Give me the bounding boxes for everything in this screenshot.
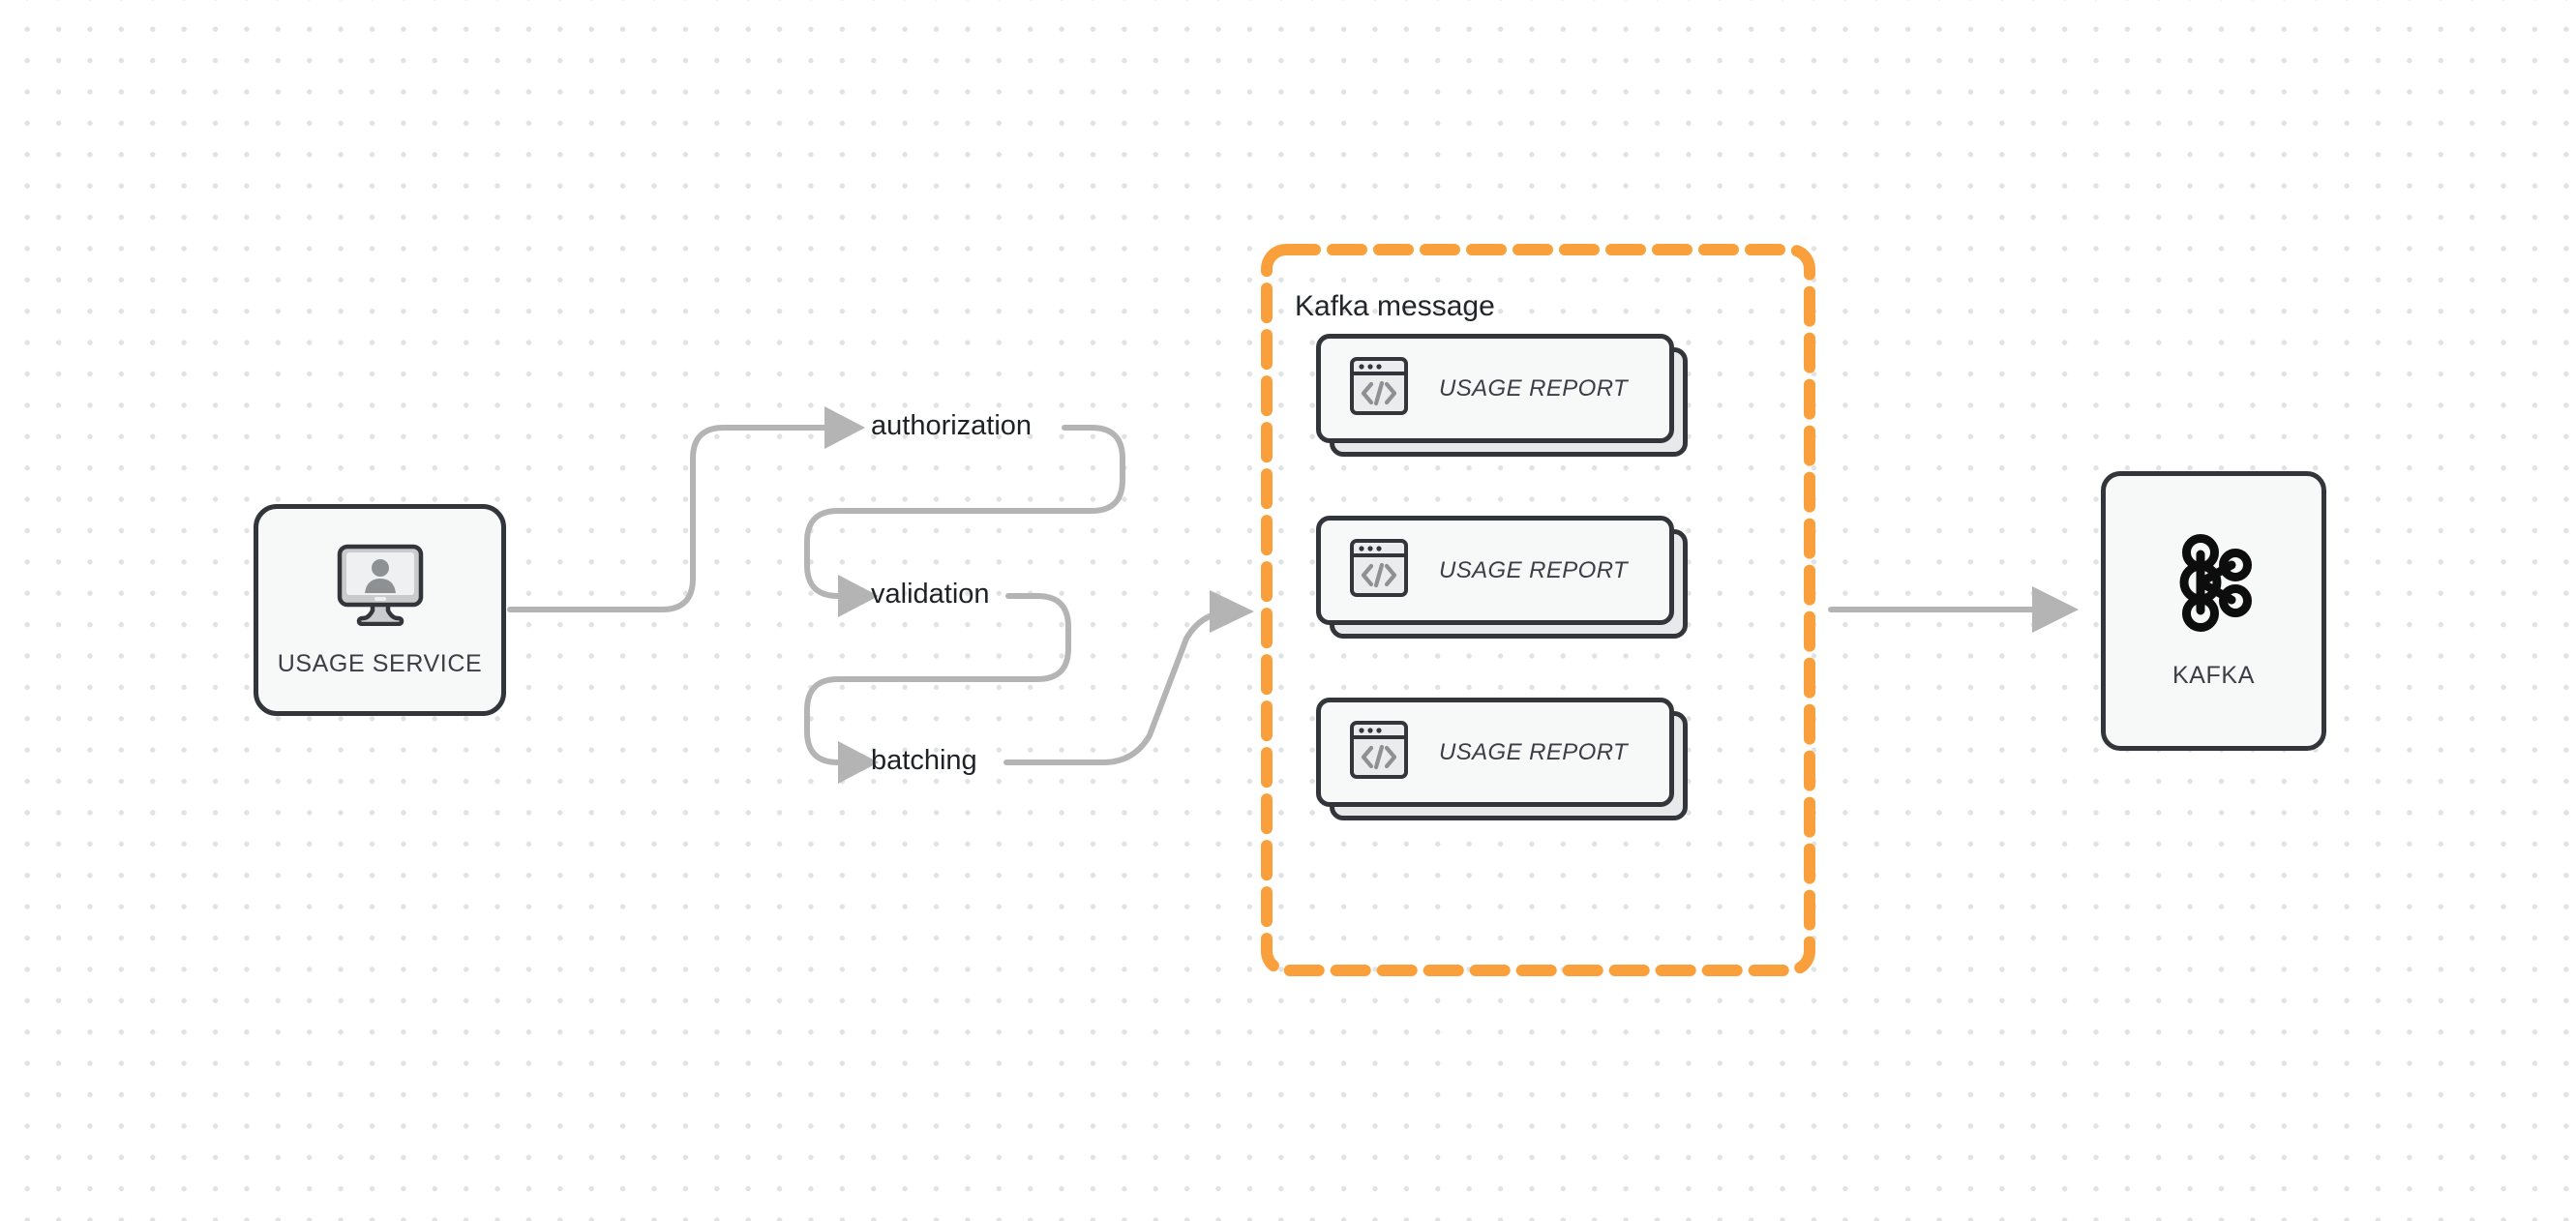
pipeline-step-batching[interactable]: batching <box>871 745 977 776</box>
pipeline-step-validation[interactable]: validation <box>871 579 990 610</box>
node-usage-service-label: USAGE SERVICE <box>277 649 483 677</box>
connector-usage-service-to-authorization <box>507 406 865 612</box>
usage-report-card[interactable]: USAGE REPORT <box>1316 516 1688 639</box>
group-dashed-border <box>1261 244 1815 976</box>
node-kafka[interactable]: KAFKA <box>2101 471 2326 751</box>
usage-report-card-label: USAGE REPORT <box>1439 556 1629 583</box>
connector-kafka-message-to-kafka <box>1828 586 2079 633</box>
usage-report-card[interactable]: USAGE REPORT <box>1316 334 1688 457</box>
usage-report-card-label: USAGE REPORT <box>1439 374 1629 402</box>
kafka-logo-icon <box>2172 533 2257 637</box>
usage-report-card-front: USAGE REPORT <box>1316 334 1674 443</box>
pipeline-step-authorization[interactable]: authorization <box>871 410 1033 441</box>
connector-batching-to-kafka-message <box>1003 590 1254 765</box>
group-kafka-message-title: Kafka message <box>1295 290 1495 322</box>
node-kafka-label: KAFKA <box>2172 661 2255 689</box>
group-kafka-message[interactable]: Kafka message USAGE REP <box>1261 244 1815 976</box>
monitor-user-icon <box>334 543 427 631</box>
usage-report-card-front: USAGE REPORT <box>1316 516 1674 625</box>
code-window-icon <box>1349 356 1409 421</box>
usage-report-card-label: USAGE REPORT <box>1439 738 1629 765</box>
usage-report-card-front: USAGE REPORT <box>1316 698 1674 807</box>
code-window-icon <box>1349 720 1409 785</box>
node-usage-service[interactable]: USAGE SERVICE <box>254 504 506 716</box>
code-window-icon <box>1349 538 1409 603</box>
usage-report-card[interactable]: USAGE REPORT <box>1316 698 1688 820</box>
